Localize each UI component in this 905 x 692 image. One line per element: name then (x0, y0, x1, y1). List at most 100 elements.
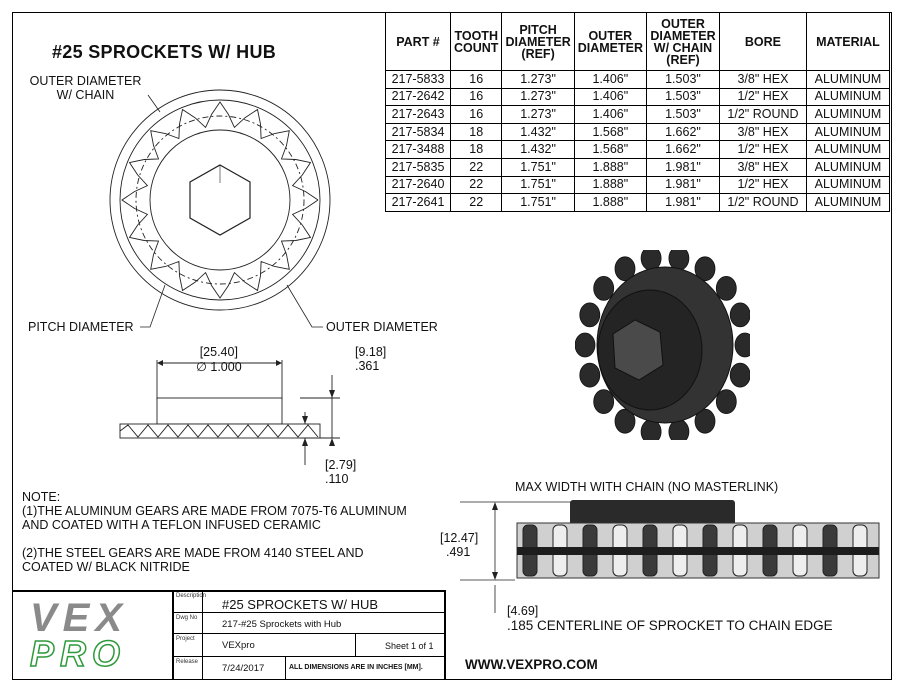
table-cell: 1.273" (501, 87, 575, 107)
table-header-row: PART # TOOTH COUNT PITCH DIAMETER (REF) … (385, 12, 890, 71)
table-cell: ALUMINUM (805, 140, 890, 159)
col-part-number: PART # (385, 12, 451, 71)
sprocket-teeth (121, 101, 319, 299)
hex-bore (189, 164, 251, 236)
parts-table: PART # TOOTH COUNT PITCH DIAMETER (REF) … (385, 12, 890, 212)
vexpro-logo: VEX PRO (29, 596, 129, 674)
label-odc-line2: W/ CHAIN (56, 88, 115, 102)
col-outer-diameter-chain: OUTER DIAMETER W/ CHAIN (REF) (645, 12, 720, 71)
table-cell: 1.273" (501, 105, 575, 124)
logo-pro: PRO (29, 633, 127, 674)
pitch-diameter-circle (135, 115, 305, 285)
hub-circle (149, 129, 291, 271)
table-cell: 1.751" (501, 157, 575, 177)
sprocket-front-view (109, 89, 331, 311)
tooth-3d (579, 302, 601, 328)
table-cell: ALUMINUM (805, 157, 890, 177)
table-cell: 22 (449, 193, 503, 212)
table-cell: ALUMINUM (805, 87, 890, 107)
tb-dimensions-note: ALL DIMENSIONS ARE IN INCHES [MM]. (289, 664, 423, 671)
table-cell: 217-2642 (385, 87, 451, 107)
tooth-3d (729, 362, 750, 388)
dim-thickness-in: .110 (325, 472, 349, 486)
dim-thickness: [2.79] .110 (325, 458, 356, 486)
table-cell: 18 (449, 140, 503, 159)
chain-view (460, 500, 880, 613)
table-cell: 1.888" (573, 157, 647, 177)
table-cell: ALUMINUM (805, 193, 890, 212)
dim-chain-height-in: .491 (446, 545, 471, 559)
dim-hub-diameter-in: ∅ 1.000 (196, 360, 242, 374)
col-bore: BORE (718, 12, 807, 71)
logo-vex: VEX (30, 596, 129, 640)
tb-description-label: Description (176, 593, 207, 599)
table-cell: 1/2" ROUND (718, 193, 807, 212)
label-pitch-diameter: PITCH DIAMETER (28, 320, 134, 334)
dim-hub-diameter: [25.40] ∅ 1.000 (196, 345, 242, 374)
table-cell: 217-3488 (385, 140, 451, 159)
outer-diameter-chain-circle (109, 89, 331, 311)
table-cell: ALUMINUM (805, 105, 890, 124)
table-cell: 1.981" (645, 157, 720, 177)
table-cell: 217-2643 (385, 105, 451, 124)
table-cell: 217-2641 (385, 193, 451, 212)
label-outer-diameter-chain: OUTER DIAMETER W/ CHAIN (28, 74, 143, 102)
table-cell: 217-5834 (385, 122, 451, 142)
dim-chain-offset-in: .185 CENTERLINE OF SPROCKET TO CHAIN EDG… (507, 618, 833, 633)
note-2-line2: COATED W/ BLACK NITRIDE (22, 560, 190, 574)
sprocket-3d-render (575, 250, 750, 440)
table-cell: 1.751" (501, 193, 575, 212)
label-outer-diameter: OUTER DIAMETER (326, 320, 438, 334)
tb-release-value: 7/24/2017 (222, 663, 265, 674)
hex-bore-3d (612, 319, 664, 381)
tooth-3d (575, 332, 596, 358)
note-1-line2: AND COATED WITH A TEFLON INFUSED CERAMIC (22, 518, 321, 532)
table-cell: 1.888" (573, 193, 647, 212)
label-odc-line1: OUTER DIAMETER (29, 74, 142, 88)
tb-sheet: Sheet 1 of 1 (385, 641, 434, 651)
col-tooth-count: TOOTH COUNT (449, 12, 503, 71)
table-cell: 3/8" HEX (718, 157, 807, 177)
dim-chain-height: [12.47] .491 (440, 531, 478, 559)
tooth-3d (694, 256, 716, 282)
tb-release-label: Release (176, 659, 199, 665)
tooth-3d (694, 408, 716, 434)
dim-width-mm: [9.18] (355, 345, 387, 359)
table-cell: 3/8" HEX (718, 70, 807, 89)
tooth-3d (593, 276, 615, 301)
col-outer-diameter: OUTER DIAMETER (573, 12, 647, 71)
sprocket-side-view (119, 360, 340, 465)
outer-diameter-circle (119, 99, 321, 301)
tb-dwg-value: 217-#25 Sprockets with Hub (222, 619, 342, 630)
table-cell: 22 (449, 175, 503, 195)
notes-section: NOTE: (1)THE ALUMINUM GEARS ARE MADE FRO… (22, 490, 407, 574)
note-2-line1: (2)THE STEEL GEARS ARE MADE FROM 4140 ST… (22, 546, 364, 560)
table-cell: 1.406" (573, 105, 647, 124)
dim-thickness-mm: [2.79] (325, 458, 357, 472)
sprocket-plate-profile (517, 547, 879, 555)
table-cell: 1.568" (573, 122, 647, 142)
col-material: MATERIAL (805, 12, 890, 71)
tooth-3d (715, 389, 737, 415)
table-cell: 217-5833 (385, 70, 451, 89)
tooth-3d (614, 256, 636, 282)
tooth-3d (729, 302, 750, 328)
dim-chain-height-mm: [12.47] (440, 531, 479, 545)
note-1-line1: (1)THE ALUMINUM GEARS ARE MADE FROM 7075… (22, 504, 407, 518)
table-cell: 16 (449, 70, 503, 89)
dim-hub-diameter-mm: [25.40] (199, 345, 238, 359)
table-cell: 22 (449, 157, 503, 177)
tooth-profile (121, 101, 319, 299)
tooth-3d (614, 408, 636, 434)
tooth-3d (593, 389, 615, 415)
tb-description-value: #25 SPROCKETS W/ HUB (222, 597, 379, 612)
drawing-title: #25 SPROCKETS W/ HUB (52, 42, 277, 62)
tooth-3d (715, 276, 737, 301)
website-url: WWW.VEXPRO.COM (465, 657, 598, 672)
